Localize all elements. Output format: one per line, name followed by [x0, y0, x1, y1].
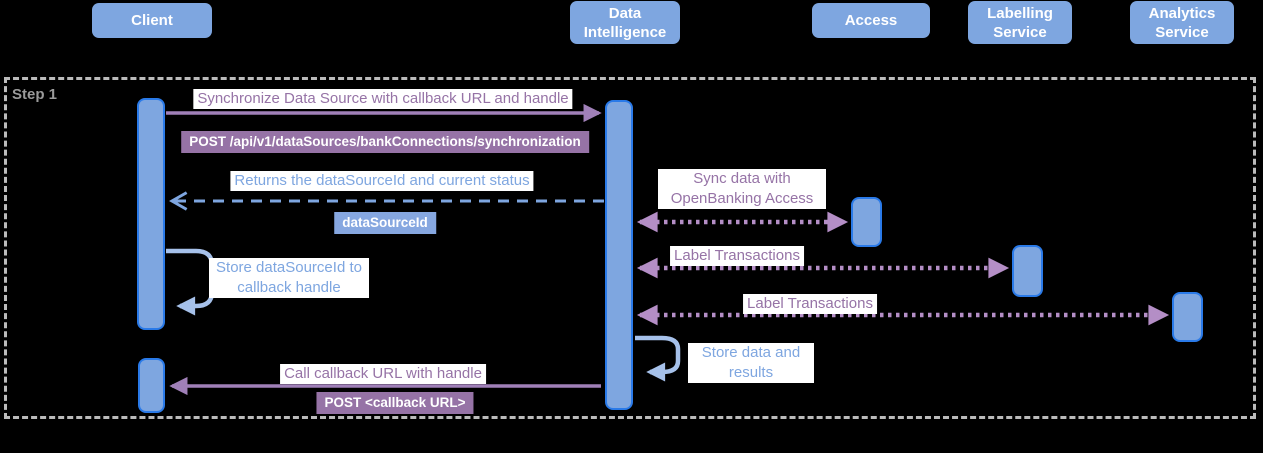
msg-store-results: Store data and results: [688, 343, 814, 383]
badge-data-source-id: dataSourceId: [334, 212, 436, 234]
client-activation-bar-1: [137, 98, 165, 330]
labelling-activation-bar: [1012, 245, 1043, 297]
analytics-activation-bar: [1172, 292, 1203, 342]
actor-data-intelligence: Data Intelligence: [570, 1, 680, 44]
client-activation-bar-2: [138, 358, 165, 413]
msg-returns-status: Returns the dataSourceId and current sta…: [230, 171, 534, 191]
access-activation-bar: [851, 197, 882, 247]
actor-labelling-service: Labelling Service: [968, 1, 1072, 44]
msg-label-transactions-1: Label Transactions: [670, 246, 804, 266]
actor-client: Client: [92, 3, 212, 38]
msg-store-handle: Store dataSourceId to callback handle: [209, 258, 369, 298]
msg-sync-openbanking: Sync data with OpenBanking Access: [658, 169, 826, 209]
msg-label-transactions-2: Label Transactions: [743, 294, 877, 314]
actor-analytics-service: Analytics Service: [1130, 1, 1234, 44]
badge-sync-endpoint: POST /api/v1/dataSources/bankConnections…: [181, 131, 589, 153]
step1-label: Step 1: [12, 86, 58, 103]
msg-sync-request: Synchronize Data Source with callback UR…: [193, 89, 573, 109]
badge-callback-endpoint: POST <callback URL>: [316, 392, 474, 414]
msg-callback: Call callback URL with handle: [280, 364, 486, 384]
data-intelligence-activation-bar: [605, 100, 633, 410]
step1-frame: [4, 77, 1256, 419]
actor-access: Access: [812, 3, 930, 38]
